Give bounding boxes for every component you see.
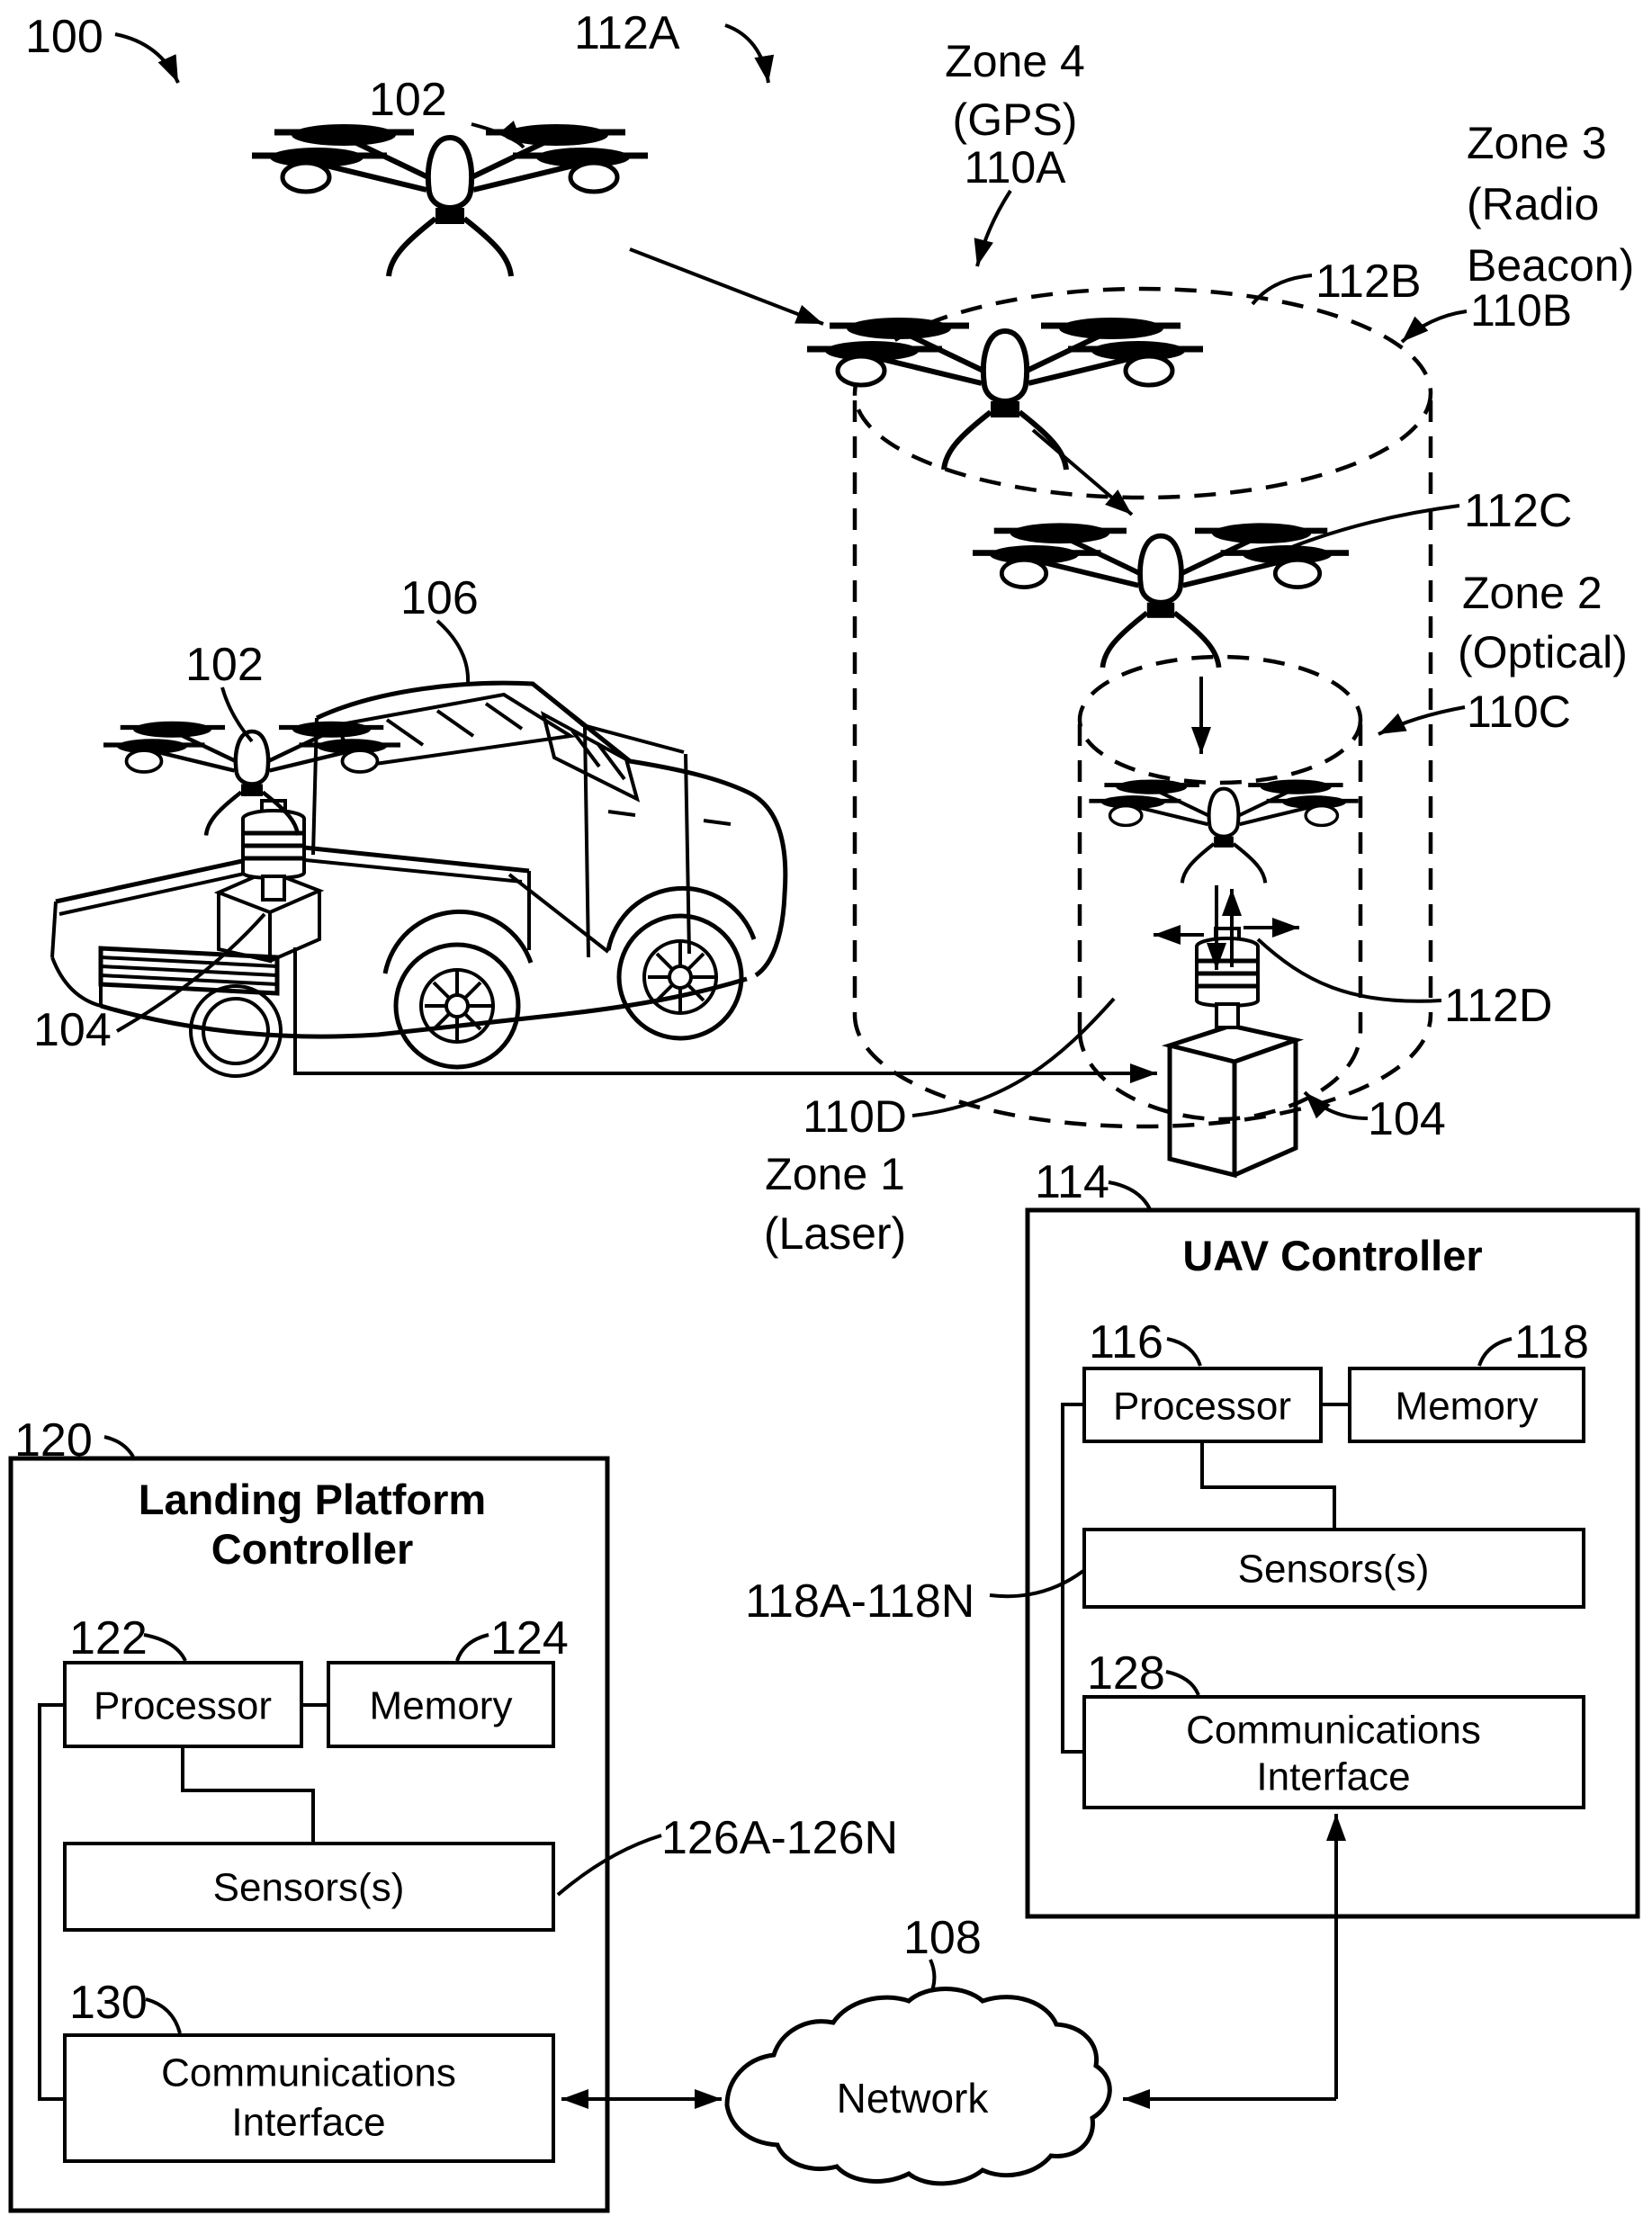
network-label: Network	[837, 2075, 990, 2122]
platform-comm-label-1: Communications	[161, 2050, 456, 2095]
zone2-label: Zone 2 (Optical) 110C	[1458, 568, 1628, 737]
zone1-line1: Zone 1	[765, 1149, 905, 1199]
uav-memory-label: Memory	[1396, 1384, 1539, 1428]
ref-124: 124	[490, 1612, 569, 1664]
zone4-line2: (GPS)	[953, 94, 1078, 145]
uav-sensors-box	[1082, 1528, 1585, 1609]
uav-drone-icon-2	[807, 318, 1203, 470]
uav-sensors-label: Sensors(s)	[1238, 1547, 1430, 1591]
uav-controller-title: UAV Controller	[1182, 1232, 1482, 1279]
zone2-line2: (Optical)	[1458, 627, 1628, 677]
zone3-radio-beacon-cylinder	[852, 286, 1433, 1129]
ref-112A: 112A	[574, 7, 680, 59]
ref-102-truck: 102	[185, 639, 264, 691]
ref-126A-126N: 126A-126N	[661, 1812, 898, 1864]
zone2-ref: 110C	[1467, 686, 1571, 737]
leader-lines	[103, 23, 1513, 2034]
zone1-line2: (Laser)	[764, 1208, 906, 1259]
ref-122: 122	[69, 1612, 148, 1664]
ref-120: 120	[14, 1414, 93, 1467]
ref-118: 118	[1514, 1316, 1589, 1368]
platform-memory-label: Memory	[370, 1683, 513, 1727]
ref-106: 106	[400, 572, 479, 624]
uav-controller-box: UAV Controller Processor Memory Sensors(…	[1025, 1207, 1640, 1919]
ref-100: 100	[25, 11, 103, 63]
ref-112B: 112B	[1315, 256, 1422, 308]
zone2-optical-cylinder	[1077, 654, 1363, 1122]
uav-comm-label-1: Communications	[1186, 1708, 1481, 1752]
zone4-ref: 110A	[964, 142, 1066, 193]
zone4-label: Zone 4 (GPS) 110A	[945, 36, 1085, 193]
platform-sensors-label: Sensors(s)	[213, 1865, 405, 1909]
landing-platform-ground	[1161, 929, 1305, 1179]
ref-130: 130	[69, 1977, 148, 2029]
uav-comm-label-2: Interface	[1256, 1754, 1410, 1799]
landing-platform-truck	[213, 801, 325, 964]
uav-drone-icon-3	[973, 523, 1349, 668]
network-links	[561, 1814, 1346, 2109]
zone3-ref: 110B	[1470, 285, 1572, 336]
ref-114: 114	[1035, 1156, 1109, 1208]
flight-path-arrows	[629, 189, 1211, 754]
zone4-line1: Zone 4	[945, 36, 1085, 86]
zone3-line2: (Radio	[1467, 179, 1599, 229]
ref-102-top: 102	[369, 74, 447, 126]
ref-128: 128	[1087, 1647, 1165, 1700]
network-cloud: Network	[724, 1987, 1112, 2186]
platform-comm-label-2: Interface	[231, 2100, 385, 2144]
ref-108: 108	[903, 1912, 982, 1964]
platform-controller-box: Landing Platform Controller Processor Me…	[8, 1456, 610, 2213]
zone2-line1: Zone 2	[1462, 568, 1603, 618]
uav-processor-label: Processor	[1113, 1384, 1291, 1428]
zone1-label: 110D Zone 1 (Laser)	[764, 1091, 907, 1259]
ref-112C: 112C	[1464, 485, 1572, 537]
uav-memory-box	[1348, 1367, 1585, 1443]
platform-controller-title-1: Landing Platform	[139, 1476, 486, 1523]
platform-comm-box	[63, 2033, 555, 2163]
platform-processor-label: Processor	[94, 1683, 272, 1727]
ref-116: 116	[1089, 1316, 1163, 1368]
uav-drone-icon-4	[1089, 779, 1358, 883]
ref-118A-118N: 118A-118N	[745, 1575, 974, 1628]
platform-controller-title-2: Controller	[211, 1525, 414, 1573]
zone3-label: Zone 3 (Radio Beacon) 110B	[1467, 118, 1634, 336]
platform-sensors-box	[63, 1842, 555, 1932]
fine-position-crosshair	[1154, 885, 1299, 970]
uav-comm-box	[1082, 1695, 1585, 1809]
ref-104-truck: 104	[33, 1004, 112, 1056]
uav-drone-icon-1	[252, 124, 648, 276]
zone1-ref: 110D	[803, 1091, 907, 1142]
ref-104-ground: 104	[1368, 1093, 1446, 1145]
ref-112D: 112D	[1444, 980, 1552, 1032]
zone3-line1: Zone 3	[1467, 118, 1607, 168]
truck-to-platform-arrow	[293, 947, 1157, 1083]
zone3-line3: Beacon)	[1467, 240, 1634, 291]
